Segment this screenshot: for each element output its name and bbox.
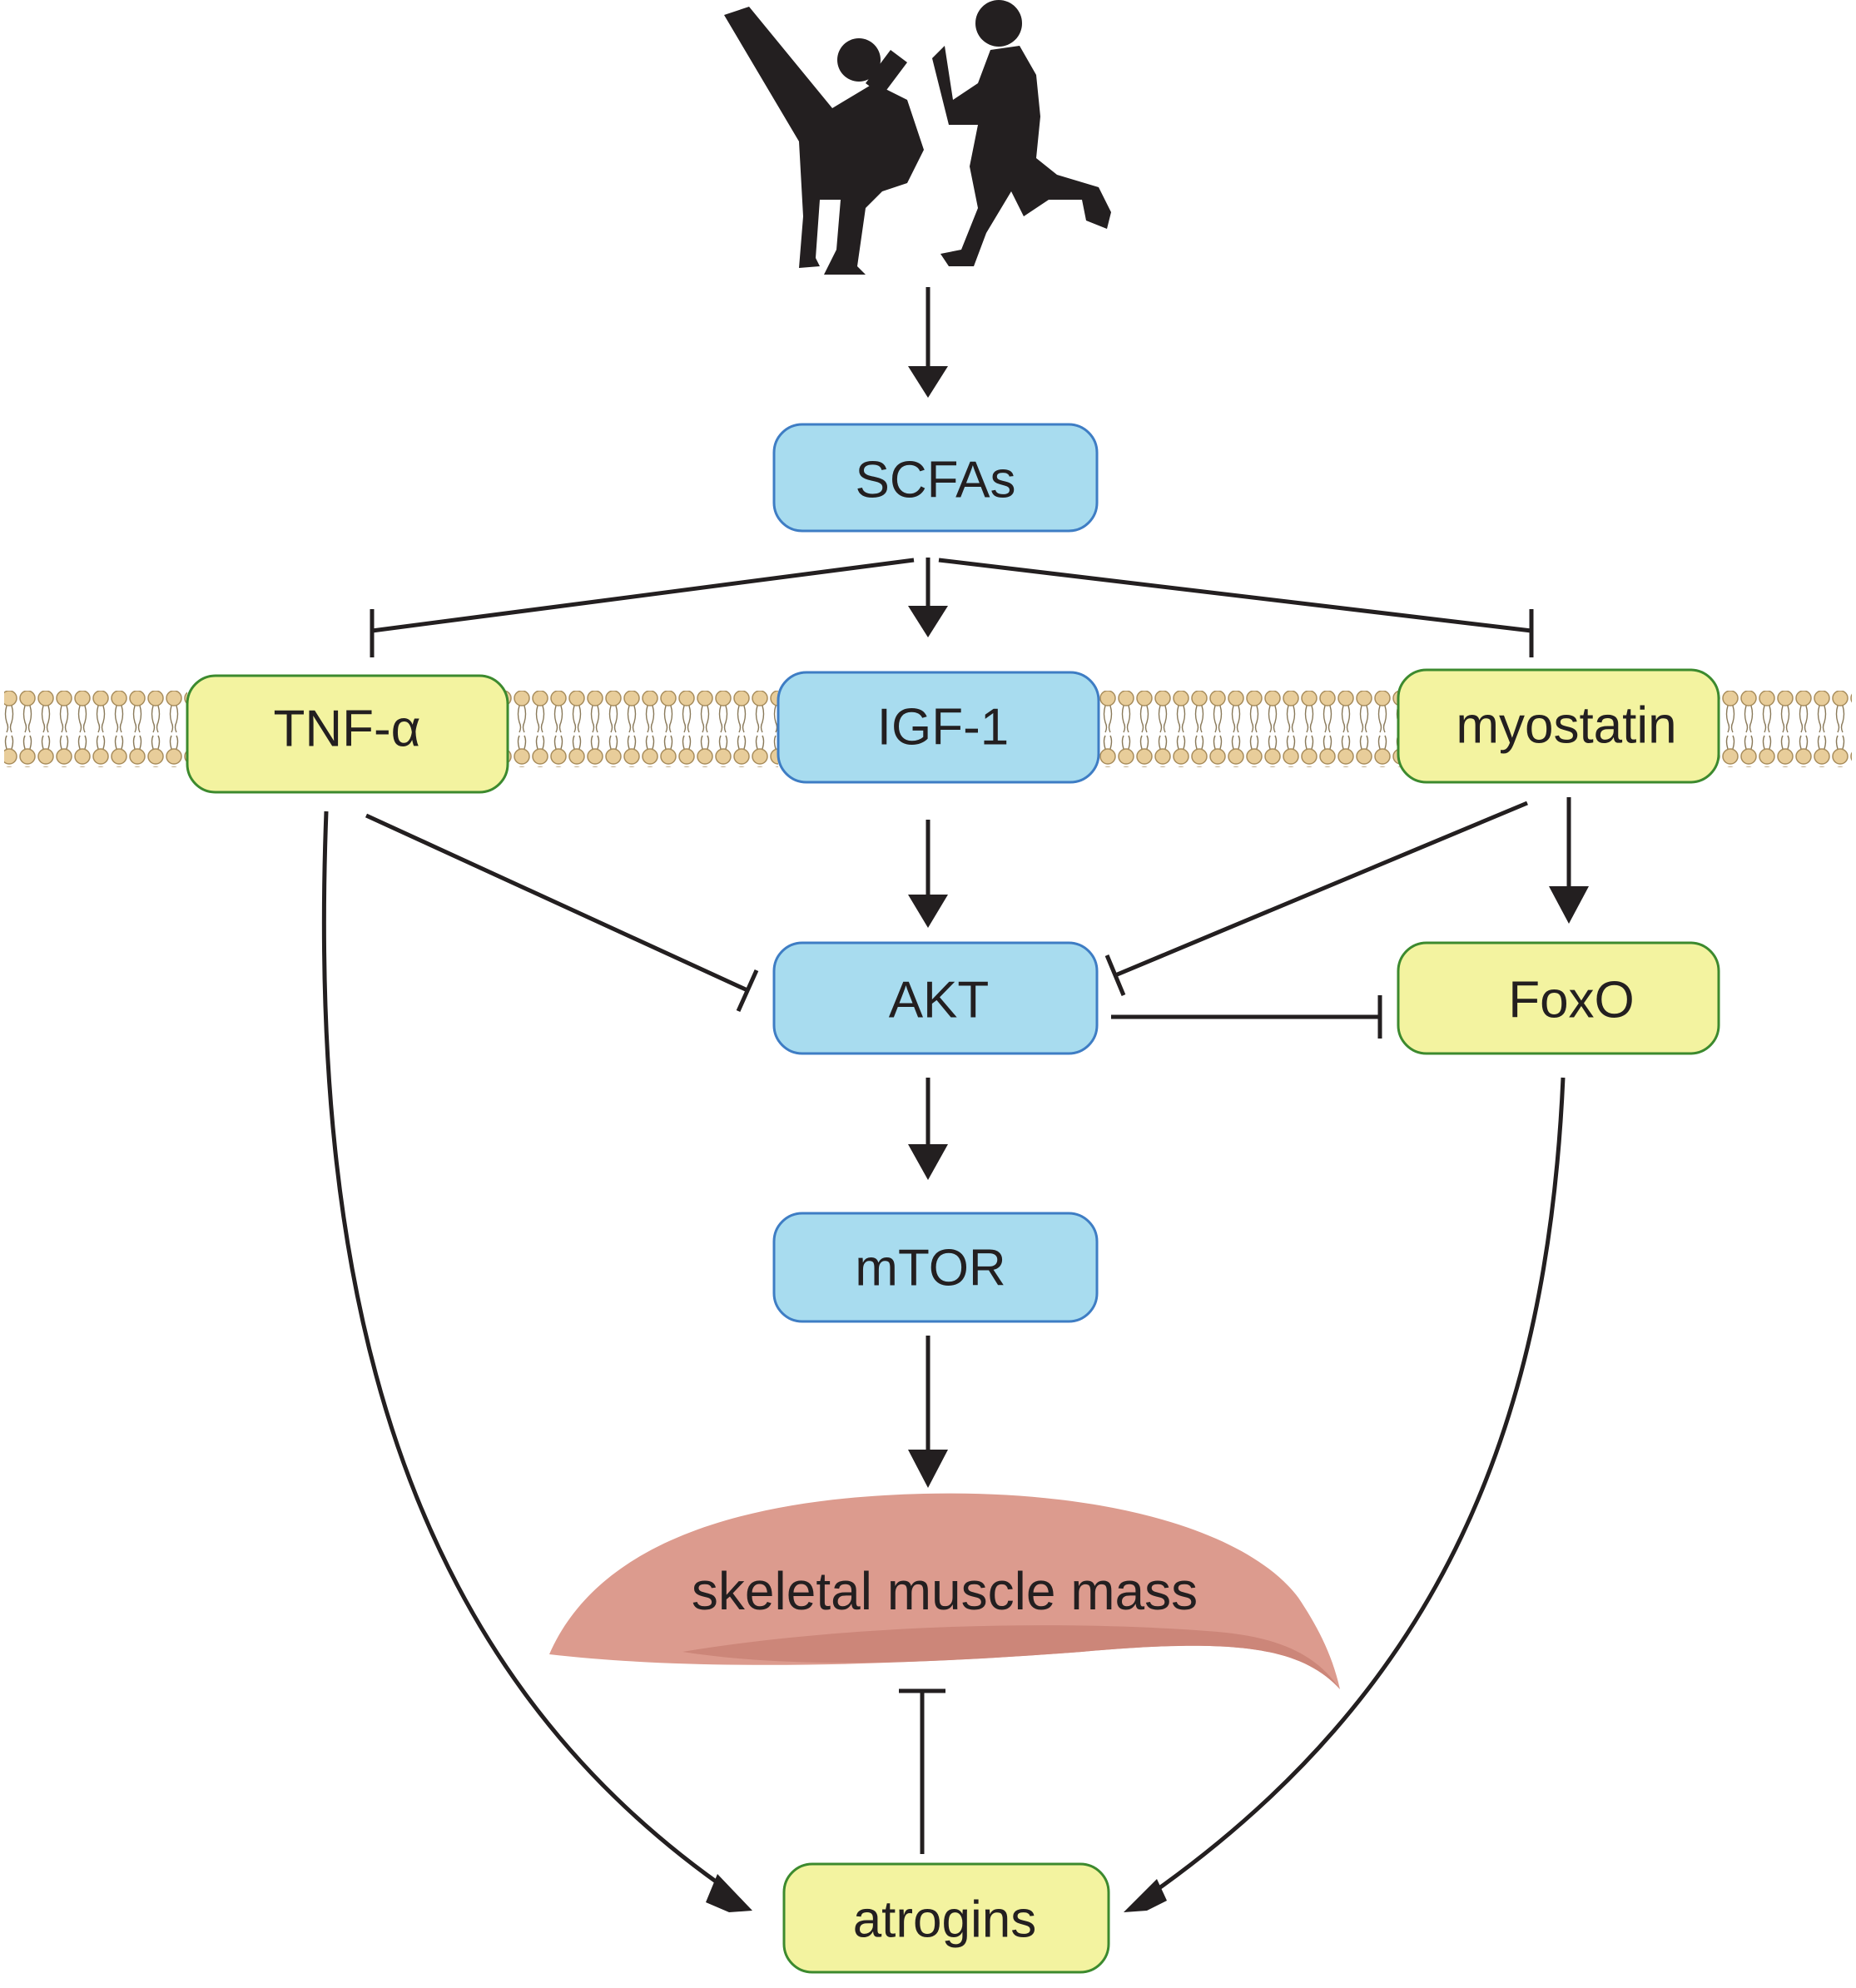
node-myostatin: myostatin: [1397, 668, 1720, 784]
node-atrogins: atrogins: [782, 1862, 1110, 1974]
muscle-shade: [682, 1625, 1340, 1689]
node-foxo: FoxO: [1397, 941, 1720, 1055]
edge-foxo-atrogins: [1124, 1077, 1566, 1912]
nodes: SCFAs TNF-α IGF-1 myostatin AKT FoxO: [186, 423, 1720, 1974]
node-akt-label: AKT: [889, 972, 990, 1029]
edge-myostatin-akt: [1104, 801, 1528, 996]
node-muscle-label: skeletal muscle mass: [692, 1561, 1198, 1621]
node-tnf: TNF-α: [186, 674, 509, 794]
edges: [321, 287, 1589, 1912]
edge-tnf-akt: [365, 813, 759, 1013]
node-scfas: SCFAs: [772, 423, 1099, 533]
node-igf1: IGF-1: [777, 671, 1100, 784]
node-myostatin-label: myostatin: [1456, 697, 1676, 755]
node-muscle: skeletal muscle mass: [549, 1493, 1340, 1689]
node-igf1-label: IGF-1: [877, 699, 1009, 756]
edge-myostatin-foxo: [1549, 797, 1589, 924]
defending-figure-icon: [932, 0, 1111, 266]
edge-igf1-akt: [908, 820, 948, 928]
edge-mtor-muscle: [908, 1336, 948, 1488]
edge-akt-mtor: [908, 1078, 948, 1180]
kicking-figure-icon: [724, 7, 924, 275]
edge-scfas-myostatin: [938, 558, 1534, 657]
edge-scfas-tnf: [370, 558, 915, 657]
node-foxo-label: FoxO: [1508, 972, 1635, 1029]
cell-membrane: [4, 691, 1852, 767]
edge-exercise-scfas: [908, 287, 948, 398]
edge-akt-foxo: [1111, 995, 1382, 1039]
edge-tnf-atrogins: [321, 811, 752, 1912]
node-akt: AKT: [772, 941, 1099, 1055]
node-tnf-label: TNF-α: [273, 701, 420, 758]
edge-atrogins-muscle: [899, 1688, 945, 1854]
node-scfas-label: SCFAs: [856, 452, 1016, 509]
node-mtor-label: mTOR: [855, 1240, 1005, 1297]
node-atrogins-label: atrogins: [853, 1891, 1037, 1949]
martial-arts-silhouettes-icon: [724, 0, 1111, 275]
edge-scfas-igf1: [908, 558, 948, 637]
node-mtor: mTOR: [772, 1212, 1099, 1323]
